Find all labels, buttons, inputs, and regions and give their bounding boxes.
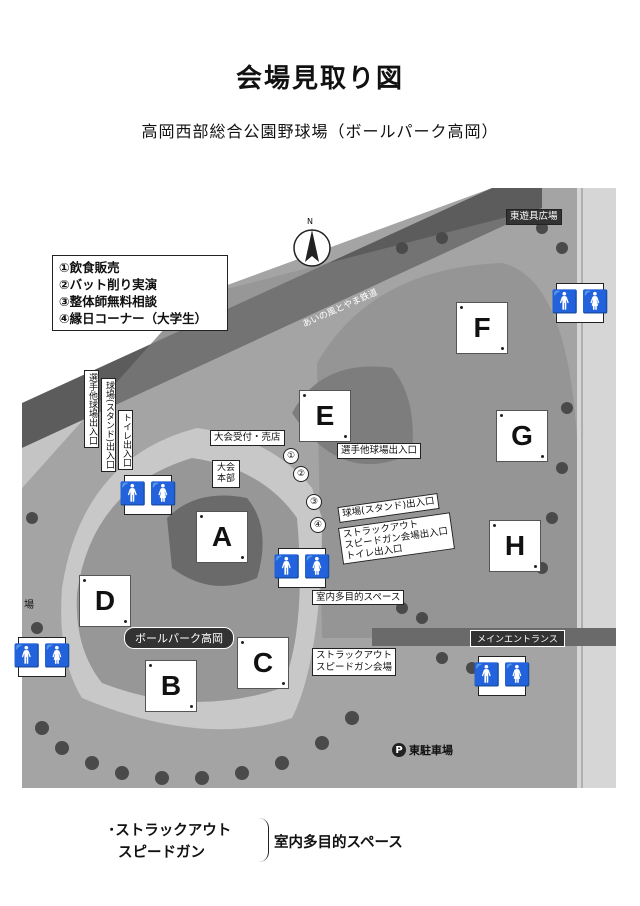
toilet-icon: 🚹🚺 (551, 283, 609, 323)
trees (26, 222, 573, 785)
woman-icon: 🚺 (581, 290, 609, 315)
zone-b: B (145, 660, 197, 712)
bottom-note-line: スピードガン (118, 845, 205, 861)
bottom-note: ･ストラックアウト スピードガン (108, 820, 231, 864)
man-icon: 🚹 (119, 482, 147, 507)
man-icon: 🚹 (473, 663, 501, 688)
player-entrance-label: 選手他球場出入口 (337, 443, 422, 459)
north-arrow (293, 229, 331, 267)
west-parking-label: 場 (24, 600, 34, 611)
speed-gun-venue-line: ストラックアウト (316, 650, 393, 661)
man-icon: 🚹 (551, 290, 579, 315)
north-label: N (307, 217, 313, 226)
zone-c: C (237, 637, 289, 689)
bottom-note-line: ･ストラックアウト (108, 823, 232, 839)
reception-label: 大会受付・売店 (210, 430, 285, 446)
v-stadium-entrance-label: 球場(スタンド)出入口 (101, 378, 116, 473)
v-toilet-entrance-label: トイレ出入口 (118, 410, 133, 470)
marker-2: ② (293, 466, 309, 482)
toilet-icon: 🚹🚺 (473, 656, 531, 696)
man-icon: 🚹 (13, 644, 41, 669)
east-road (577, 188, 616, 788)
page-subtitle: 高岡西部総合公園野球場（ボールパーク高岡） (141, 122, 499, 141)
east-parking-text: 東駐車場 (409, 744, 453, 757)
indoor-space-label: 室内多目的スペース (312, 590, 405, 605)
ballpark-label: ボールパーク高岡 (124, 627, 234, 649)
speed-gun-venue-label: ストラックアウト スピードガン会場 (312, 648, 397, 676)
speed-gun-venue-line: スピードガン会場 (316, 662, 393, 673)
woman-icon: 🚺 (43, 644, 71, 669)
zone-e: E (299, 390, 351, 442)
bracket-divider (258, 818, 269, 862)
zone-d: D (79, 575, 131, 627)
v-player-entrance-label: 選手他球場出入口 (84, 370, 99, 448)
marker-3: ③ (306, 494, 322, 510)
hq-label: 大会本部 (212, 460, 240, 488)
woman-icon: 🚺 (149, 482, 177, 507)
woman-icon: 🚺 (303, 555, 331, 580)
zone-a: A (196, 511, 248, 563)
east-parking-label: P 東駐車場 (392, 742, 453, 758)
toilet-icon: 🚹🚺 (13, 637, 71, 677)
parking-icon: P (392, 743, 406, 757)
woman-icon: 🚺 (503, 663, 531, 688)
marker-4: ④ (310, 517, 326, 533)
main-entrance-label: メインエントランス (470, 630, 565, 647)
toilet-icon: 🚹🚺 (119, 475, 177, 515)
man-icon: 🚹 (273, 555, 301, 580)
legend-item: ③整体師無料相談 (59, 294, 158, 309)
legend: ①飲食販売 ②バット削り実演 ③整体師無料相談 ④縁日コーナー（大学生） (52, 255, 228, 331)
legend-item: ④縁日コーナー（大学生） (59, 311, 208, 326)
toilet-icon: 🚹🚺 (273, 548, 331, 588)
east-plaza-label: 東遊具広場 (506, 209, 562, 225)
legend-item: ②バット削り実演 (59, 277, 158, 292)
zone-h: H (489, 520, 541, 572)
marker-1: ① (283, 448, 299, 464)
zone-g: G (496, 410, 548, 462)
page-title: 会場見取り図 (235, 64, 404, 94)
bottom-note-right: 室内多目的スペース (274, 835, 403, 851)
legend-item: ①飲食販売 (59, 260, 120, 275)
zone-f: F (456, 302, 508, 354)
